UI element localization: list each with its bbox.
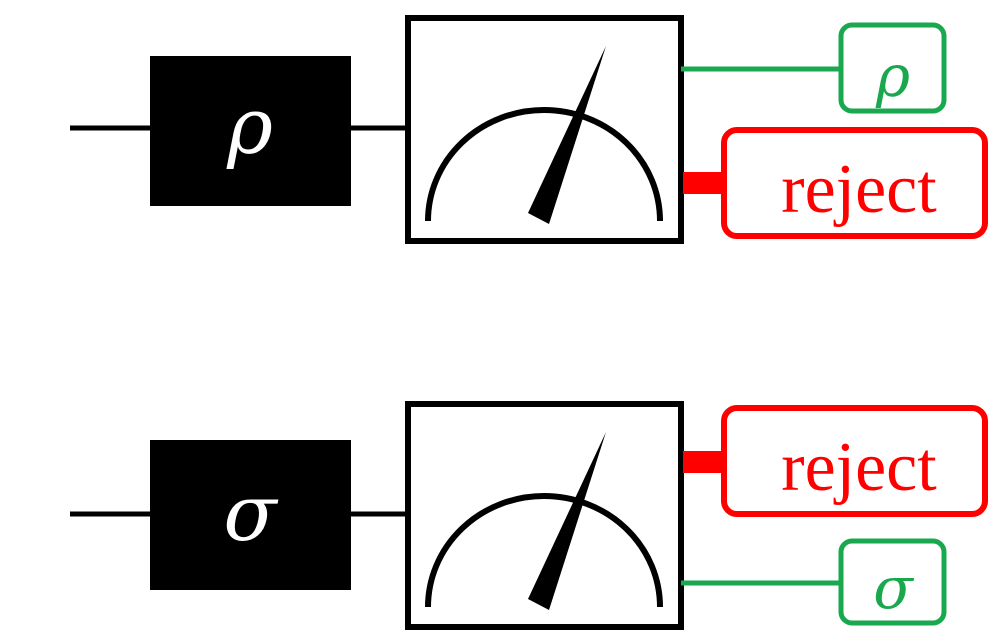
accept-output-box <box>838 22 947 114</box>
reject-output-label: reject <box>781 151 937 228</box>
meter-icon <box>405 15 684 244</box>
meter-needle <box>528 432 606 610</box>
row-rho: ρ ρ reject <box>70 15 988 244</box>
state-box <box>150 440 351 590</box>
meter-needle <box>528 46 606 224</box>
reject-wire <box>683 172 725 194</box>
meter-arc <box>425 107 663 222</box>
reject-output-box <box>721 127 988 239</box>
reject-wire <box>683 451 725 473</box>
state-box <box>150 56 351 206</box>
accept-output-label: ρ <box>875 42 910 110</box>
reject-output-label: reject <box>781 429 937 506</box>
reject-output-box <box>721 405 988 517</box>
accept-output-box <box>838 538 947 626</box>
state-label: ρ <box>226 82 273 172</box>
accept-output-label: σ <box>873 554 914 622</box>
row-sigma: σ reject σ <box>70 401 988 630</box>
meter-icon <box>405 401 684 630</box>
meter-arc <box>425 493 663 608</box>
state-label: σ <box>223 469 278 559</box>
